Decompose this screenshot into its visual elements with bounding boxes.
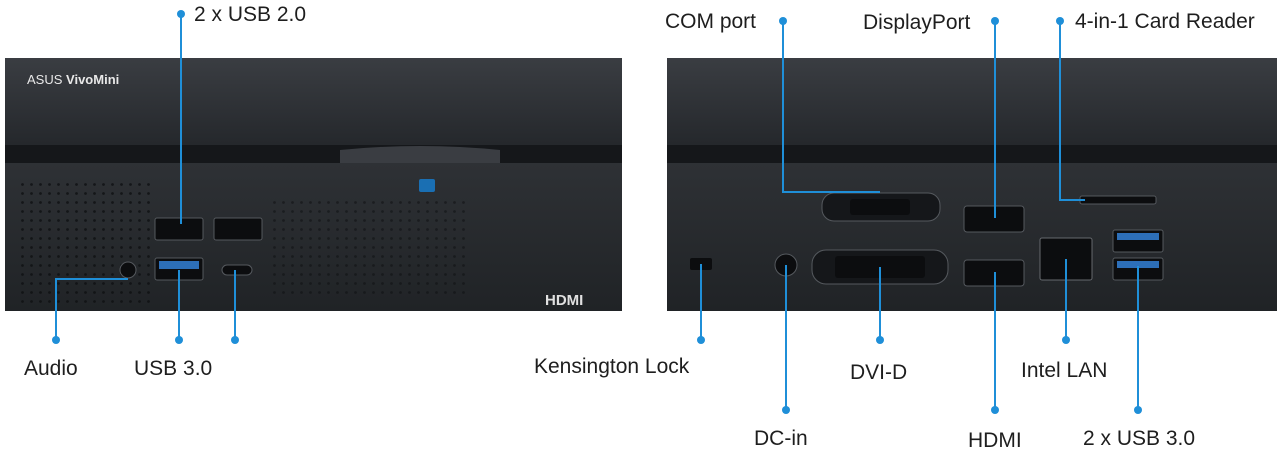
front-lid xyxy=(5,58,622,148)
hdmi-logo: HDMI xyxy=(545,292,583,309)
com-port-connector xyxy=(850,199,910,215)
label-usb20: 2 x USB 2.0 xyxy=(194,3,307,26)
vent-holes-left xyxy=(20,180,150,305)
callout-dots xyxy=(52,10,1142,414)
usb2-port-2 xyxy=(213,217,263,241)
callout-com xyxy=(782,21,880,193)
label-dvi: DVI-D xyxy=(850,361,908,384)
brand-text: ASUS xyxy=(27,72,63,87)
usb3-rear-port-1-insert xyxy=(1117,233,1159,240)
label-dcin: DC-in xyxy=(754,427,808,450)
label-hdmi: HDMI xyxy=(968,429,1022,452)
rear-gap xyxy=(667,145,1277,163)
usb3-port-insert xyxy=(159,261,199,269)
callout-lines xyxy=(55,14,1139,410)
rear-body xyxy=(667,163,1277,311)
usb2-port-1 xyxy=(154,217,204,241)
callout-cardreader xyxy=(1059,21,1085,201)
card-reader-slot xyxy=(1079,195,1157,205)
front-device: ASUS VivoMini HDMI xyxy=(5,58,622,311)
label-com: COM port xyxy=(665,10,757,33)
label-audio: Audio xyxy=(24,357,78,380)
callout-audio xyxy=(55,278,128,340)
vent-holes-right xyxy=(270,195,470,300)
label-displayport: DisplayPort xyxy=(863,11,971,34)
label-usb30x2: 2 x USB 3.0 xyxy=(1083,427,1196,450)
rear-device xyxy=(667,58,1277,311)
svg-text:ASUS VivoMini: ASUS VivoMini xyxy=(27,72,119,87)
audio-jack-icon xyxy=(119,261,137,279)
usb3-rear-port-2-insert xyxy=(1117,261,1159,268)
usbc-port xyxy=(221,264,253,276)
label-kensington: Kensington Lock xyxy=(534,355,690,378)
label-lan: Intel LAN xyxy=(1021,359,1108,382)
model-text: VivoMini xyxy=(66,72,119,87)
rear-lid xyxy=(667,58,1277,148)
label-cardreader: 4-in-1 Card Reader xyxy=(1075,10,1255,33)
label-usb30: USB 3.0 xyxy=(134,357,213,380)
power-button-icon xyxy=(419,179,435,192)
front-gap xyxy=(5,145,622,163)
front-bezel-curve xyxy=(340,146,500,167)
